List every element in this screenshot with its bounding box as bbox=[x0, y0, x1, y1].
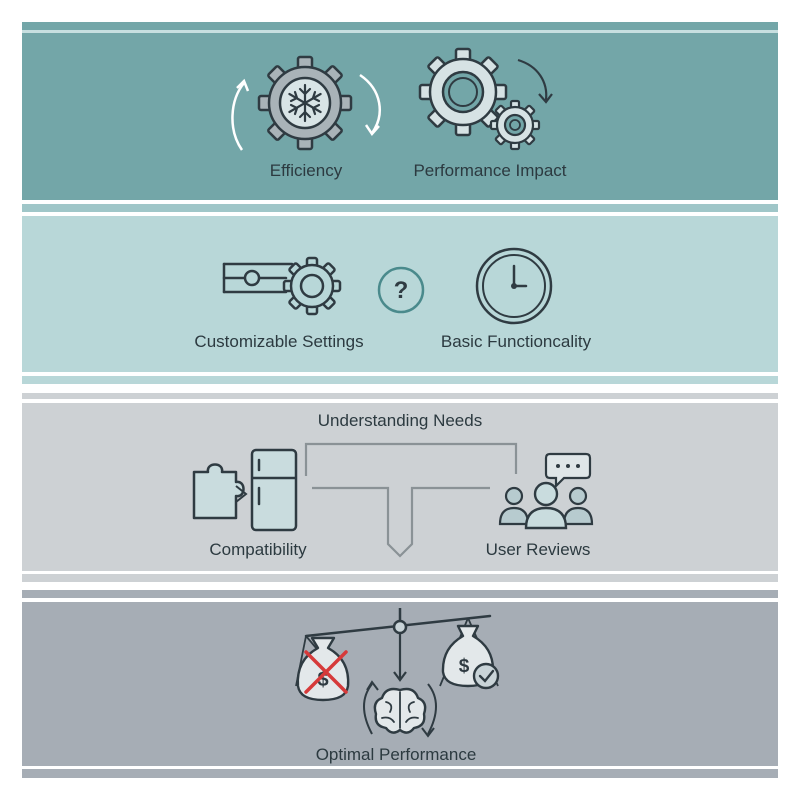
customizable-settings-label: Customizable Settings bbox=[194, 332, 364, 351]
optimal-performance-label: Optimal Performance bbox=[315, 745, 477, 764]
question-mark-icon: ? bbox=[377, 266, 425, 314]
connector-funnel bbox=[304, 442, 518, 558]
section-1-band bbox=[22, 22, 778, 200]
balance-scale-brain-icon: $ $ bbox=[295, 608, 500, 738]
section-2-bottom-strip bbox=[22, 376, 778, 384]
svg-text:$: $ bbox=[459, 656, 470, 677]
section-3-bottom-strip bbox=[22, 574, 778, 582]
clock-icon bbox=[475, 247, 553, 325]
compatibility-label: Compatibility bbox=[209, 540, 307, 559]
gears-cycle-icon bbox=[418, 47, 553, 151]
section-1-bottom-strip bbox=[22, 204, 778, 212]
section-3-top-strip bbox=[22, 393, 778, 399]
user-reviews-label: User Reviews bbox=[485, 540, 591, 559]
section-1-top-line bbox=[22, 30, 778, 33]
slider-gear-icon bbox=[222, 256, 342, 316]
svg-text:$: $ bbox=[317, 669, 328, 691]
section-4-top-strip bbox=[22, 590, 778, 598]
svg-text:?: ? bbox=[394, 277, 409, 304]
performance-impact-label: Performance Impact bbox=[413, 161, 567, 180]
snowflake-gear-cycle-icon bbox=[231, 55, 381, 151]
section-4-bottom-strip bbox=[22, 769, 778, 778]
section-3-band bbox=[22, 403, 778, 571]
basic-functioncality-label: Basic Functioncality bbox=[440, 332, 592, 351]
puzzle-fridge-icon bbox=[192, 448, 298, 532]
efficiency-label: Efficiency bbox=[269, 161, 343, 180]
understanding-needs-title: Understanding Needs bbox=[317, 411, 483, 430]
section-2-band bbox=[22, 216, 778, 372]
people-chat-icon bbox=[498, 452, 594, 530]
